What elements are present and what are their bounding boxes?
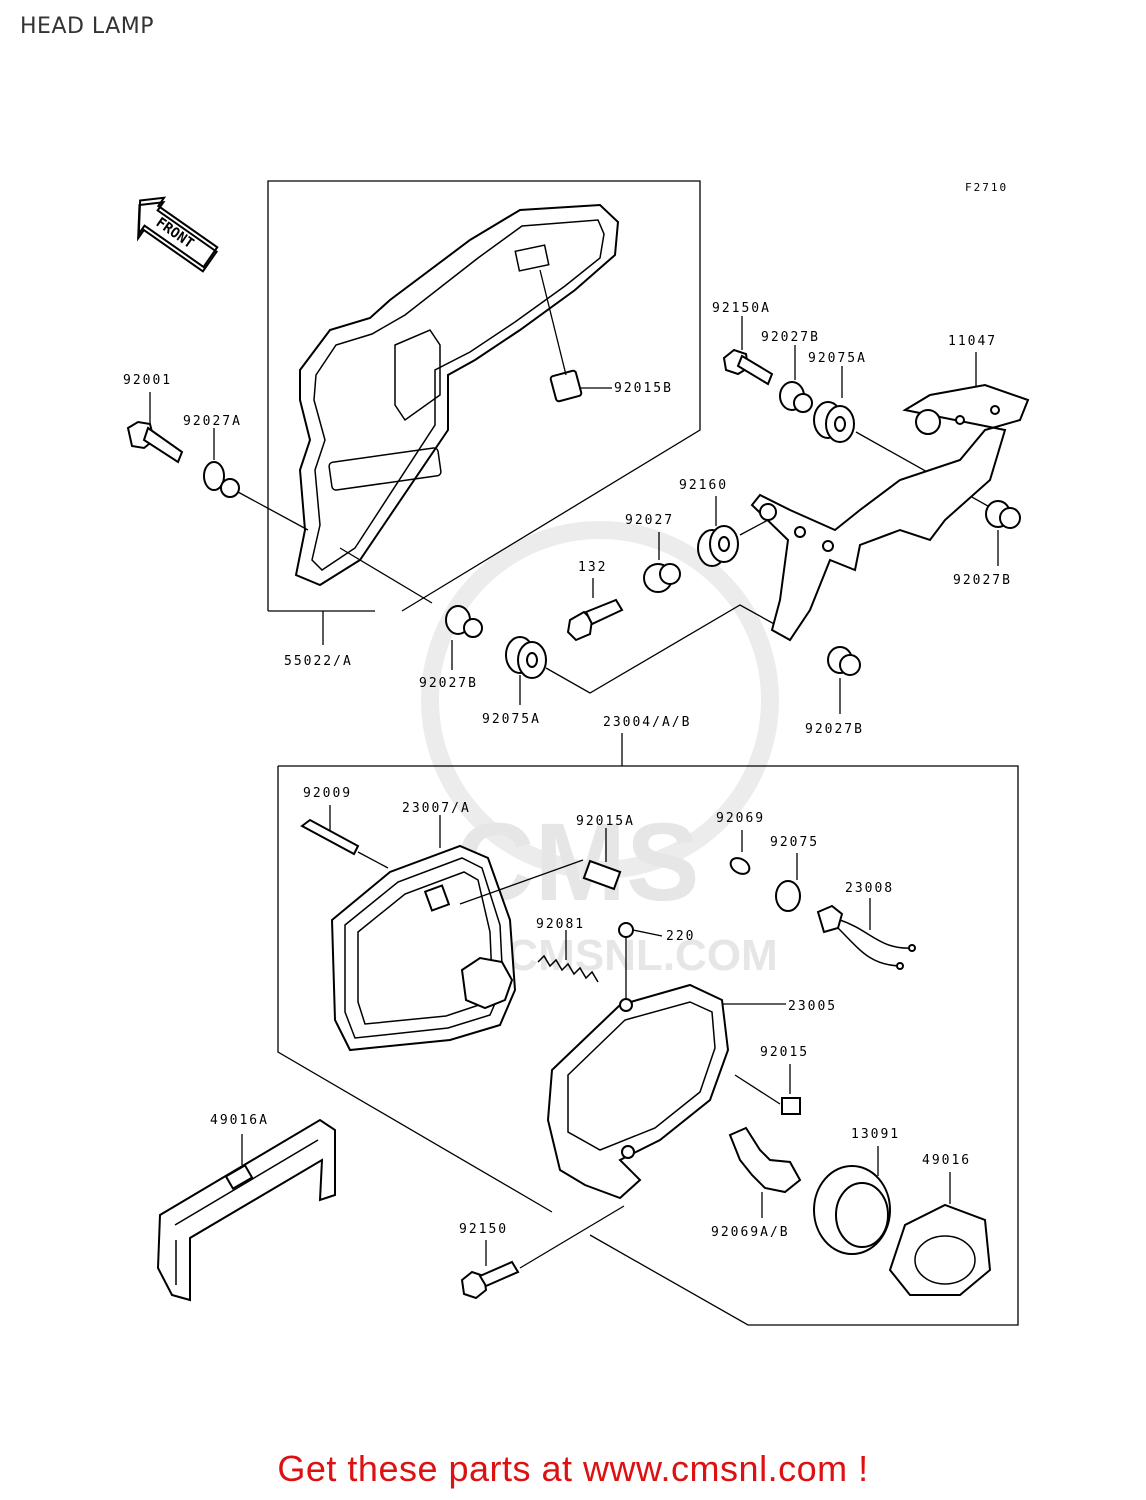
label-23008: 23008 bbox=[845, 881, 894, 896]
label-92027B-top: 92027B bbox=[761, 330, 820, 345]
label-13091: 13091 bbox=[851, 1127, 900, 1142]
label-92150: 92150 bbox=[459, 1222, 508, 1237]
label-92150A: 92150A bbox=[712, 301, 771, 316]
bracket-11047 bbox=[750, 352, 1030, 642]
label-23007A: 23007/A bbox=[402, 801, 471, 816]
label-92015: 92015 bbox=[760, 1045, 809, 1060]
label-55022A: 55022/A bbox=[284, 654, 353, 669]
label-220: 220 bbox=[666, 929, 695, 944]
footer-link-text[interactable]: Get these parts at www.cmsnl.com ! bbox=[277, 1448, 869, 1489]
label-92081: 92081 bbox=[536, 917, 585, 932]
label-92015A: 92015A bbox=[576, 814, 635, 829]
label-92009: 92009 bbox=[303, 786, 352, 801]
label-92069: 92069 bbox=[716, 811, 765, 826]
grommet-92160 bbox=[697, 496, 769, 567]
bolt-92150 bbox=[460, 1205, 625, 1300]
label-92027: 92027 bbox=[625, 513, 674, 528]
label-23004: 23004/A/B bbox=[603, 715, 691, 730]
figure-code: F2710 bbox=[965, 181, 1008, 194]
bolt-92150A bbox=[722, 316, 774, 386]
trim-49016A bbox=[156, 1118, 336, 1302]
label-92027B-mid: 92027B bbox=[419, 676, 478, 691]
collar-92027B-low bbox=[827, 646, 861, 714]
bolt-132 bbox=[566, 578, 624, 642]
headlamp-assembly-group bbox=[277, 733, 1019, 1326]
page-title: HEAD LAMP bbox=[20, 14, 154, 39]
collar-92027B-right bbox=[985, 500, 1021, 566]
label-92160: 92160 bbox=[679, 478, 728, 493]
bolt-92001 bbox=[126, 392, 184, 464]
label-11047: 11047 bbox=[948, 334, 997, 349]
collar-92027A bbox=[203, 428, 433, 604]
label-49016A: 49016A bbox=[210, 1113, 269, 1128]
label-92015B: 92015B bbox=[614, 381, 673, 396]
label-92075: 92075 bbox=[770, 835, 819, 850]
part-labels: 92001 92027A 92015B 55022/A 92150A 92027… bbox=[123, 301, 1012, 1240]
label-132: 132 bbox=[578, 560, 607, 575]
label-92027B-low: 92027B bbox=[805, 722, 864, 737]
collar-92027B-top bbox=[779, 345, 813, 413]
label-92027B-right: 92027B bbox=[953, 573, 1012, 588]
label-92027A: 92027A bbox=[183, 414, 242, 429]
front-arrow-icon: FRONT bbox=[137, 196, 219, 273]
label-92075A-mid: 92075A bbox=[482, 712, 541, 727]
collar-92027B-mid bbox=[445, 605, 483, 670]
collar-92027 bbox=[643, 532, 681, 593]
label-92075A-top: 92075A bbox=[808, 351, 867, 366]
label-23005: 23005 bbox=[788, 999, 837, 1014]
label-92069AB: 92069A/B bbox=[711, 1225, 790, 1240]
label-92001: 92001 bbox=[123, 373, 172, 388]
grommet-92075A-mid bbox=[505, 604, 786, 705]
cowl-group bbox=[267, 180, 701, 645]
label-49016: 49016 bbox=[922, 1153, 971, 1168]
